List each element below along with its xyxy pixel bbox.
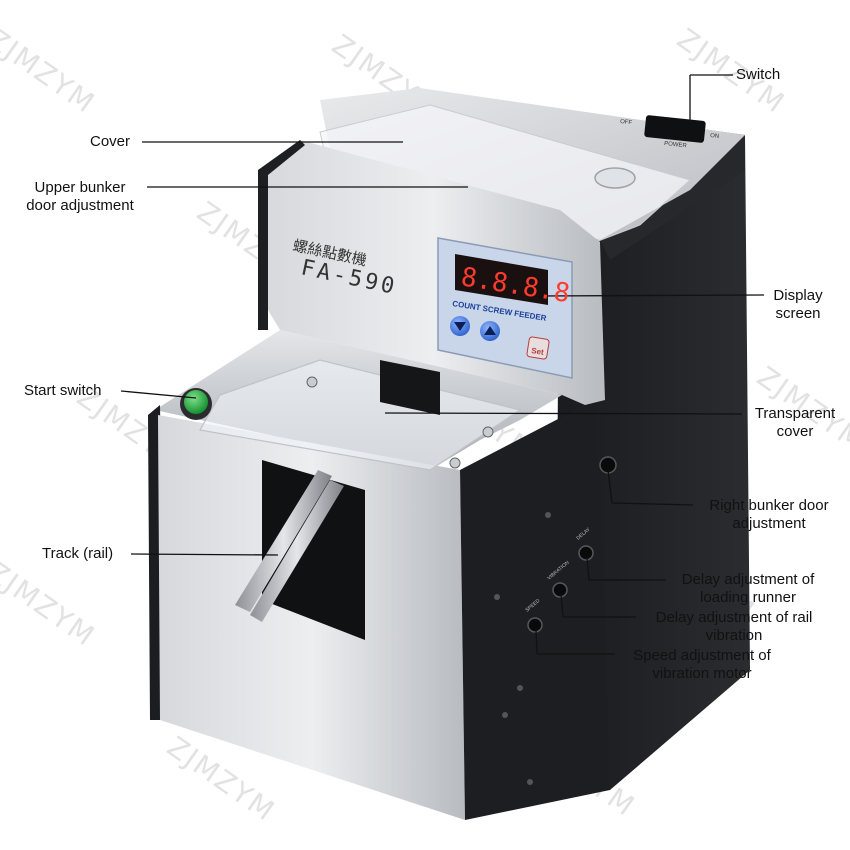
speed-knob: [527, 617, 543, 633]
label-transparent-line2: cover: [776, 423, 814, 440]
label-upper-bunker-line1: Upper bunker: [34, 179, 126, 196]
transparent-cover: [199, 359, 522, 471]
start-switch-button: [184, 390, 208, 414]
switch-power-label: POWER: [664, 141, 688, 149]
label-start-switch: Start switch: [24, 382, 102, 399]
label-display-line1: Display: [773, 287, 823, 304]
label-display-line2: screen: [775, 305, 821, 322]
label-delay-runner-line1: Delay adjustment of: [681, 571, 815, 588]
label-transparent-line1: Transparent: [754, 405, 836, 422]
label-speed-motor-line2: vibration motor: [652, 665, 752, 682]
label-right-bunker-line2: adjustment: [732, 515, 806, 532]
label-right-bunker: Right bunker door adjustment: [695, 497, 843, 533]
delay-knob: [578, 545, 594, 561]
label-right-bunker-line1: Right bunker door: [709, 497, 829, 514]
label-speed-motor: Speed adjustment of vibration motor: [616, 647, 788, 683]
label-delay-runner-line2: loading runner: [700, 589, 796, 606]
label-speed-motor-line1: Speed adjustment of: [633, 647, 771, 664]
display-screen: [455, 254, 548, 305]
track-rail: [235, 470, 332, 612]
label-upper-bunker: Upper bunker door adjustment: [14, 179, 146, 215]
set-button: [526, 336, 550, 360]
switch-on-label: ON: [710, 133, 720, 140]
leader-lines: [120, 74, 765, 655]
label-delay-runner: Delay adjustment of loading runner: [666, 571, 830, 607]
label-display-screen: Display screen: [762, 287, 834, 323]
label-transparent-cover: Transparent cover: [744, 405, 846, 441]
label-upper-bunker-line2: door adjustment: [26, 197, 134, 214]
label-switch: Switch: [736, 66, 781, 83]
label-cover: Cover: [90, 133, 131, 150]
label-delay-rail: Delay adjustment of rail vibration: [638, 609, 830, 645]
set-button-label: Set: [531, 346, 545, 357]
label-delay-rail-line1: Delay adjustment of rail: [655, 609, 813, 626]
label-track: Track (rail): [42, 545, 114, 562]
switch-off-label: OFF: [620, 119, 633, 126]
vibration-knob: [552, 582, 568, 598]
label-delay-rail-line2: vibration: [705, 627, 763, 644]
